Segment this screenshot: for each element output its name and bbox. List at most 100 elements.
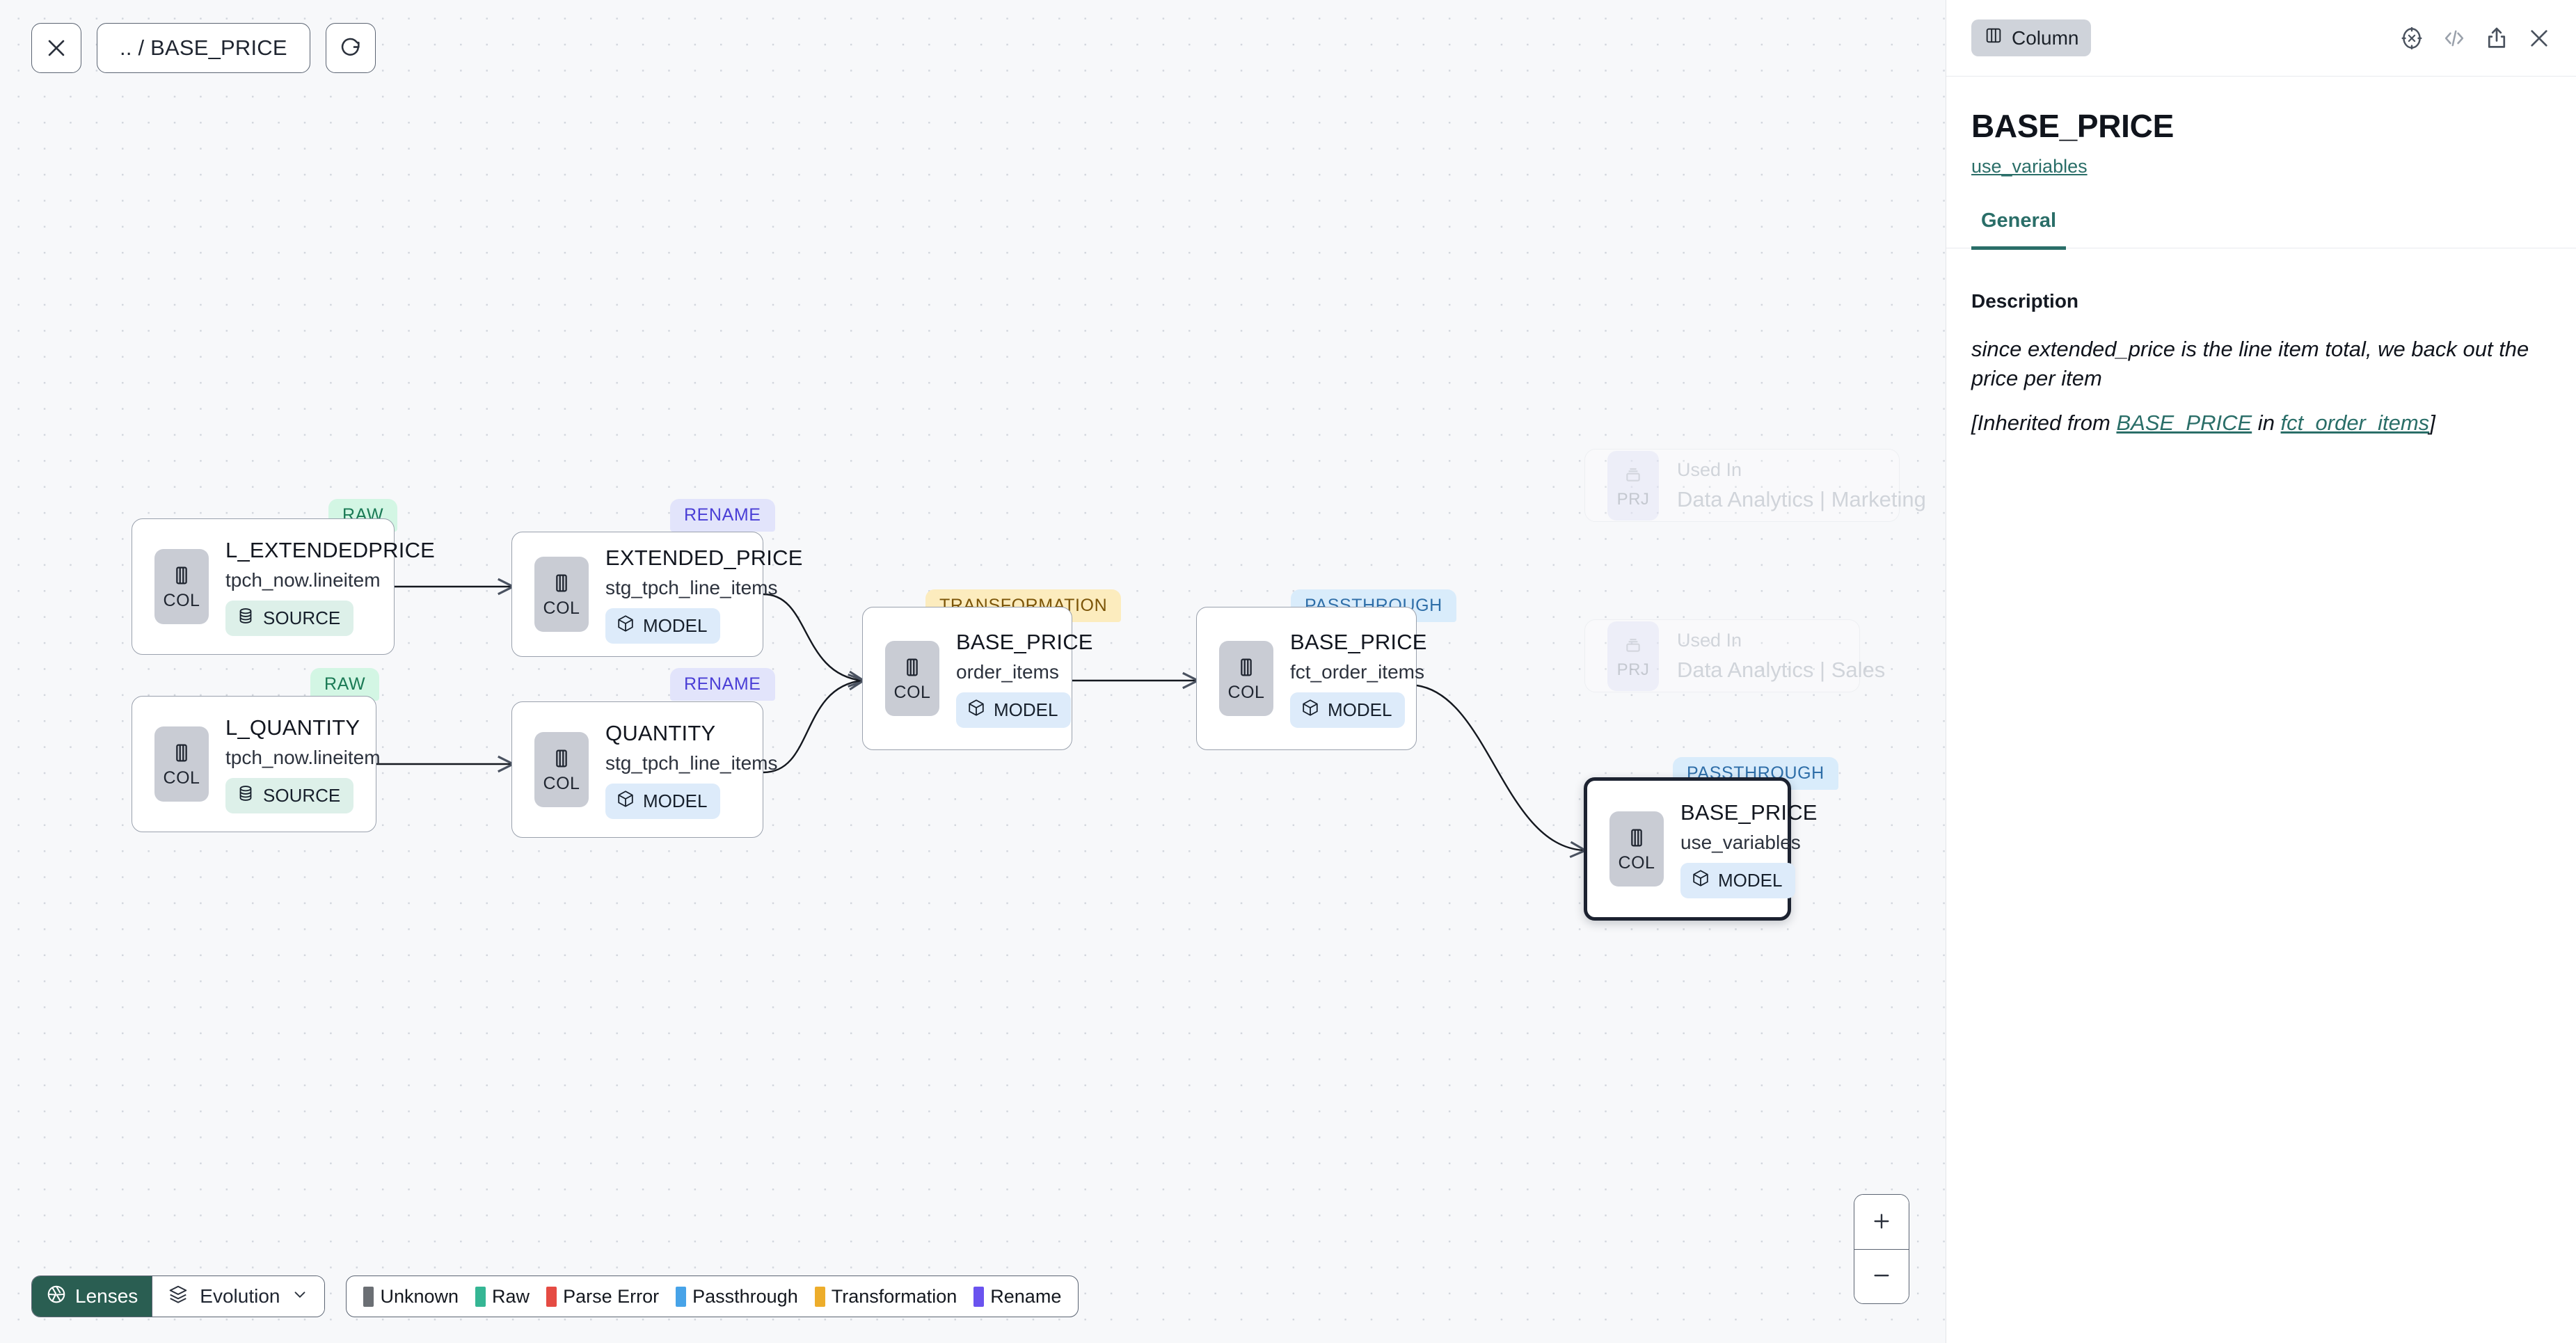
layers-icon bbox=[168, 1284, 189, 1310]
project-chip: PRJ bbox=[1607, 450, 1659, 520]
code-icon[interactable] bbox=[2441, 25, 2467, 51]
project-chip-label: PRJ bbox=[1616, 660, 1650, 679]
node-subtitle: use_variables bbox=[1680, 831, 1801, 853]
column-icon bbox=[1234, 655, 1258, 683]
close-icon bbox=[45, 36, 68, 60]
legend-swatch bbox=[814, 1286, 825, 1307]
breadcrumb-button[interactable]: .. / BASE_PRICE bbox=[97, 23, 310, 73]
canvas-toolbar: .. / BASE_PRICE bbox=[31, 23, 376, 73]
column-chip-label: COL bbox=[1227, 683, 1265, 702]
legend-item[interactable]: Unknown bbox=[363, 1286, 459, 1308]
node-title: L_QUANTITY bbox=[225, 715, 360, 740]
legend-swatch bbox=[676, 1286, 687, 1307]
column-chip-label: COL bbox=[1618, 853, 1655, 873]
node-materialization-pill: MODEL bbox=[605, 783, 721, 819]
breadcrumb: .. / BASE_PRICE bbox=[120, 35, 287, 60]
refresh-button[interactable] bbox=[325, 23, 376, 73]
legend-item[interactable]: Rename bbox=[973, 1286, 1061, 1308]
column-chip-label: COL bbox=[543, 774, 580, 793]
lineage-canvas[interactable]: .. / BASE_PRICE bbox=[0, 0, 1946, 1343]
lenses-button[interactable]: Lenses bbox=[32, 1276, 152, 1317]
legend-item[interactable]: Parse Error bbox=[546, 1286, 659, 1308]
compass-icon[interactable] bbox=[2399, 25, 2425, 51]
legend-label: Raw bbox=[492, 1285, 530, 1307]
database-icon bbox=[236, 606, 255, 630]
share-icon[interactable] bbox=[2483, 25, 2510, 51]
description-section: Description since extended_price is the … bbox=[1946, 248, 2576, 436]
node-title: EXTENDED_PRICE bbox=[605, 545, 803, 570]
node-kind-badge: RENAME bbox=[670, 668, 775, 701]
inherited-model-link[interactable]: fct_order_items bbox=[2280, 411, 2430, 436]
node-materialization-pill: MODEL bbox=[605, 607, 721, 644]
chevron-down-icon bbox=[291, 1285, 309, 1308]
inherited-column-link[interactable]: BASE_PRICE bbox=[2116, 411, 2252, 436]
legend-swatch bbox=[546, 1286, 557, 1307]
column-chip: COL bbox=[885, 641, 939, 716]
node-subtitle: order_items bbox=[956, 660, 1059, 683]
node-materialization-pill: MODEL bbox=[1680, 862, 1796, 898]
description-heading: Description bbox=[1971, 290, 2079, 312]
project-icon bbox=[1622, 463, 1644, 489]
database-icon bbox=[236, 784, 255, 808]
legend-label: Passthrough bbox=[692, 1285, 798, 1307]
column-chip: COL bbox=[154, 549, 209, 624]
zoom-out-button[interactable] bbox=[1854, 1249, 1909, 1303]
aperture-icon bbox=[46, 1284, 67, 1310]
zoom-in-button[interactable] bbox=[1854, 1195, 1909, 1249]
column-chip-label: COL bbox=[543, 598, 580, 618]
column-icon bbox=[550, 747, 573, 774]
node-title: BASE_PRICE bbox=[1680, 800, 1818, 825]
column-icon bbox=[170, 741, 193, 768]
node-kind-badge: RAW bbox=[310, 668, 380, 701]
close-button[interactable] bbox=[31, 23, 81, 73]
node-materialization-label: MODEL bbox=[1718, 869, 1783, 891]
cube-icon bbox=[616, 614, 635, 638]
column-chip-label: COL bbox=[163, 591, 200, 610]
legend-label: Unknown bbox=[380, 1285, 459, 1307]
lenses-label: Lenses bbox=[75, 1285, 138, 1307]
evolution-dropdown[interactable]: Evolution bbox=[152, 1276, 325, 1317]
node-materialization-pill: MODEL bbox=[1290, 692, 1406, 728]
node-subtitle: tpch_now.lineitem bbox=[225, 569, 381, 591]
plus-icon bbox=[1870, 1213, 1893, 1234]
page-title: BASE_PRICE bbox=[1971, 108, 2174, 144]
node-materialization-pill: SOURCE bbox=[225, 600, 354, 636]
node-subtitle: stg_tpch_line_items bbox=[605, 576, 778, 598]
node-title: QUANTITY bbox=[605, 720, 716, 745]
column-icon bbox=[1984, 26, 2003, 50]
legend-item[interactable]: Transformation bbox=[814, 1286, 957, 1308]
tab-general[interactable]: General bbox=[1971, 209, 2066, 250]
details-panel: Column bbox=[1946, 0, 2576, 1343]
node-title: L_EXTENDEDPRICE bbox=[225, 537, 436, 562]
close-icon[interactable] bbox=[2526, 25, 2552, 51]
details-panel-actions bbox=[2399, 25, 2552, 51]
legend-swatch bbox=[363, 1286, 374, 1307]
details-panel-header: Column bbox=[1946, 0, 2576, 77]
legend-item[interactable]: Passthrough bbox=[676, 1286, 798, 1308]
used-in-value: Data Analytics | Marketing bbox=[1677, 486, 1926, 511]
cube-icon bbox=[1691, 868, 1710, 893]
column-icon bbox=[900, 655, 924, 683]
used-in-label: Used In bbox=[1677, 629, 1742, 651]
node-materialization-label: SOURCE bbox=[263, 784, 341, 806]
legend-label: Parse Error bbox=[563, 1285, 660, 1307]
node-subtitle: fct_order_items bbox=[1290, 660, 1424, 683]
node-title: BASE_PRICE bbox=[1290, 629, 1427, 654]
column-icon bbox=[550, 571, 573, 598]
legend-item[interactable]: Raw bbox=[475, 1286, 530, 1308]
entity-type-label: Column bbox=[2012, 26, 2079, 49]
node-kind-badge: RENAME bbox=[670, 499, 775, 532]
entity-type-chip[interactable]: Column bbox=[1971, 19, 2092, 56]
minus-icon bbox=[1870, 1274, 1893, 1289]
legend-swatch bbox=[475, 1286, 486, 1307]
parent-model-link[interactable]: use_variables bbox=[1971, 156, 2088, 177]
